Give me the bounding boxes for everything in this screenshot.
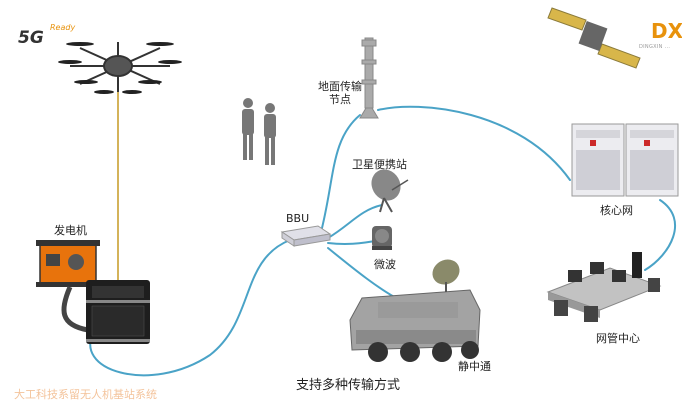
label-ground-node-line2: 节点 [329,93,351,106]
label-generator: 发电机 [54,224,87,237]
company-logo-mark: DX [651,19,682,43]
label-microwave: 微波 [374,258,396,271]
company-logo-text: DINGXIN ... [639,44,671,50]
server-rack-icon [571,123,679,197]
bbu-icon [280,225,332,247]
footer-watermark: 大工科技系留无人机基站系统 [14,388,157,401]
cable-bbu-to-satellite [327,204,383,239]
tether-case-icon [86,280,150,344]
generator-hose [61,286,89,333]
tower-icon [359,37,379,119]
microwave-icon [372,226,392,250]
label-core-network: 核心网 [600,204,633,217]
5g-ready-badge-main: 5G [18,28,44,48]
vehicle-icon [349,259,481,362]
dish-icon [371,169,409,213]
label-ground-node-line1: 地面传输 [318,80,362,93]
cable-node-to-core [377,105,571,181]
cable-case-to-bbu [89,239,291,377]
diagram-caption: 支持多种传输方式 [296,378,401,393]
desk-icon [546,252,662,322]
cable-bbu-to-node [319,114,361,237]
people-icon [242,98,276,165]
drone-icon [58,42,182,94]
label-noc: 网管中心 [596,332,640,345]
label-bbu: BBU [286,212,310,225]
label-satellite-station: 卫星便携站 [352,158,407,171]
generator-icon [36,240,100,287]
5g-ready-badge-sup: Ready [50,23,76,32]
label-ground-node: 地面传输 节点 [318,80,362,106]
cable-bbu-to-vehicle [327,247,401,301]
label-static-comm: 静中通 [458,360,491,373]
satellite-icon [547,7,641,69]
cable-core-to-noc [644,199,677,271]
